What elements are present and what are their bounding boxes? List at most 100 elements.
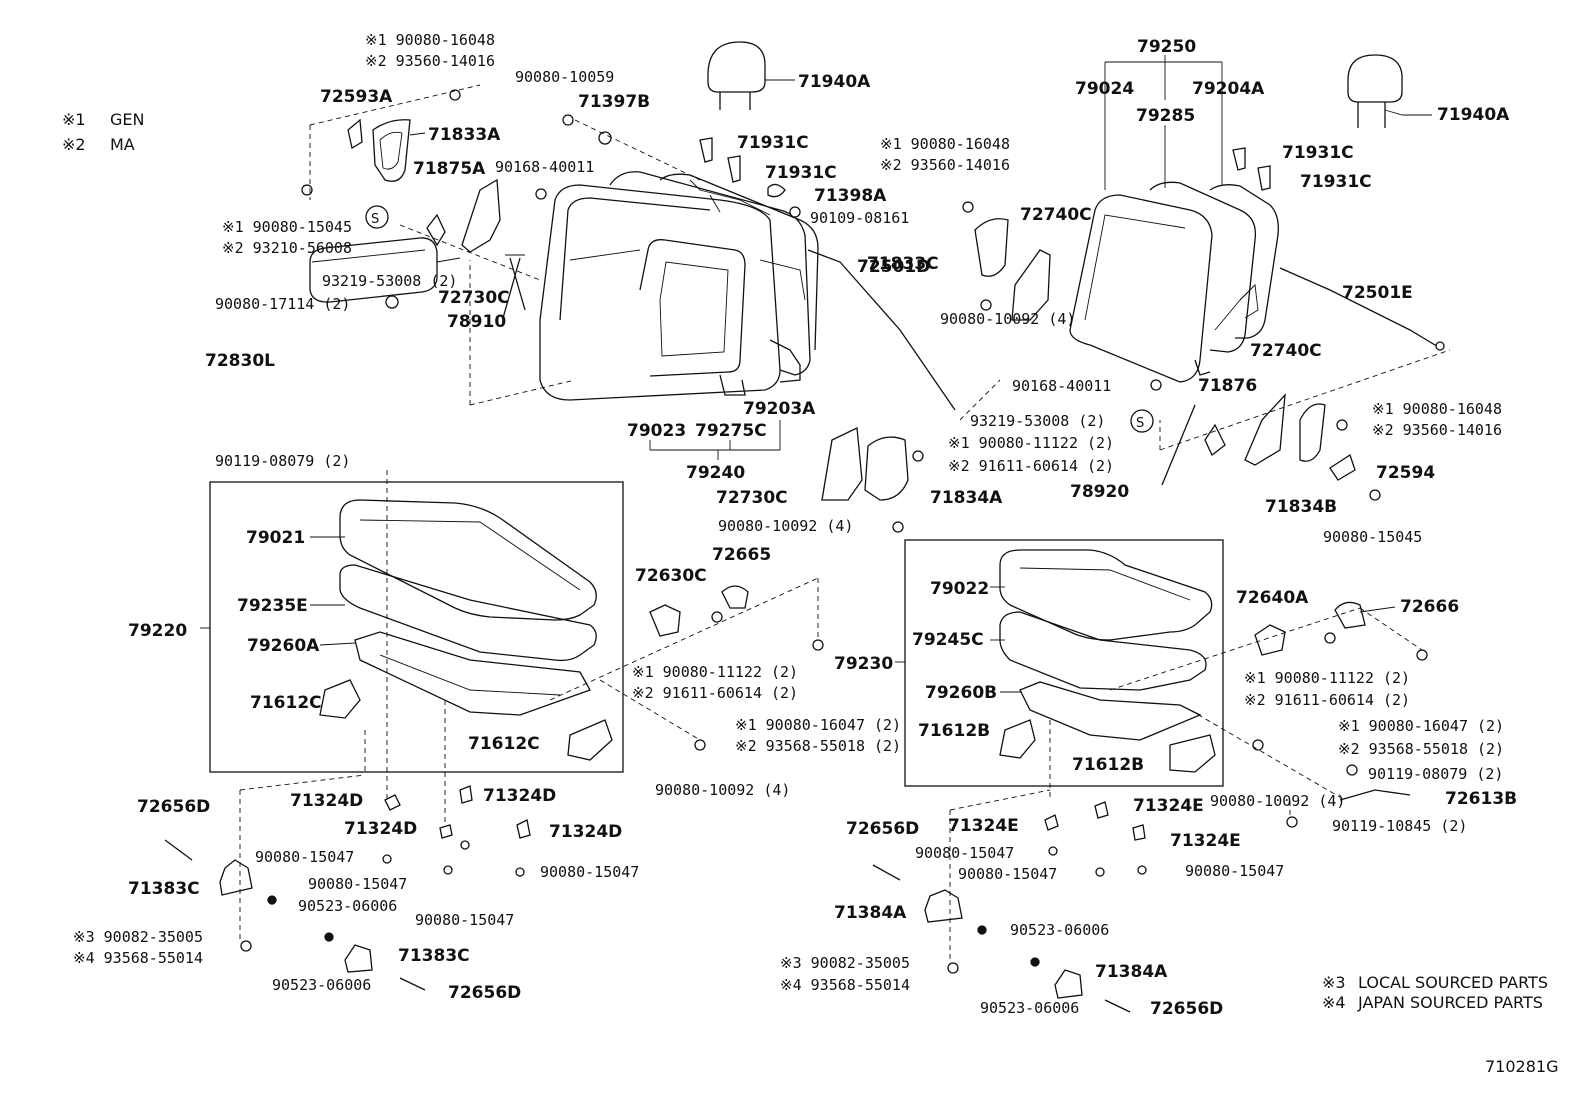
part-label: 93219-53008 (2) bbox=[970, 412, 1105, 430]
part-label: 71876 bbox=[1198, 376, 1257, 396]
part-label: 71940A bbox=[798, 72, 871, 92]
legend-note-2-mark: ※2 bbox=[62, 135, 86, 154]
s-mark-1: S bbox=[371, 212, 379, 227]
part-label: 90080-17114 (2) bbox=[215, 295, 350, 313]
part-label: 71324E bbox=[1170, 831, 1241, 851]
headrest-right bbox=[1347, 54, 1432, 128]
part-label: ※2 91611-60614 (2) bbox=[632, 684, 798, 702]
legend-note-1-mark: ※1 bbox=[62, 110, 86, 129]
part-labels: ※1 GEN ※2 MA ※3 LOCAL SOURCED PARTS ※4 J… bbox=[62, 31, 1558, 1076]
part-label: 79024 bbox=[1075, 79, 1134, 99]
part-label: 90168-40011 bbox=[495, 158, 594, 176]
part-label: ※2 93560-14016 bbox=[880, 156, 1010, 174]
part-label: 71324D bbox=[483, 786, 556, 806]
part-label: ※3 90082-35005 bbox=[780, 954, 910, 972]
legend-note-4-mark: ※4 bbox=[1322, 993, 1346, 1012]
part-label: 72630C bbox=[635, 566, 707, 586]
part-label: 90080-10059 bbox=[515, 68, 614, 86]
part-label: 71324E bbox=[948, 816, 1019, 836]
headrest-left bbox=[707, 41, 795, 110]
part-label: 72656D bbox=[1150, 999, 1223, 1019]
part-label: 90080-15047 bbox=[415, 911, 514, 929]
part-label: 79275C bbox=[695, 421, 767, 441]
part-label: 90168-40011 bbox=[1012, 377, 1111, 395]
seatback-left-assembly bbox=[539, 171, 819, 401]
leader-lines bbox=[200, 55, 1403, 693]
legend-note-3-text: LOCAL SOURCED PARTS bbox=[1358, 973, 1548, 992]
part-label: 71612C bbox=[250, 693, 322, 713]
part-label: 79022 bbox=[930, 579, 989, 599]
seat-cushion-left bbox=[319, 499, 613, 761]
part-label: ※1 90080-16047 (2) bbox=[735, 716, 901, 734]
part-label: 90523-06006 bbox=[272, 976, 371, 994]
part-label: 78920 bbox=[1070, 482, 1129, 502]
part-label: 71612B bbox=[918, 721, 990, 741]
part-label: ※2 91611-60614 (2) bbox=[948, 457, 1114, 475]
part-label: 71931C bbox=[1300, 172, 1372, 192]
part-label: 71612C bbox=[468, 734, 540, 754]
part-label: 90080-15047 bbox=[1185, 862, 1284, 880]
part-label: 71384A bbox=[1095, 962, 1168, 982]
part-label: 90080-10092 (4) bbox=[718, 517, 853, 535]
part-label: 79235E bbox=[237, 596, 308, 616]
part-label: 72740C bbox=[1250, 341, 1322, 361]
s-mark-2: S bbox=[1136, 416, 1144, 431]
part-label: ※4 93568-55014 bbox=[73, 949, 203, 967]
part-label: 79021 bbox=[246, 528, 305, 548]
part-label: 72640A bbox=[1236, 588, 1309, 608]
small-parts-left: S bbox=[301, 89, 612, 319]
legend-note-2-text: MA bbox=[110, 135, 135, 154]
part-label: ※2 93210-56008 bbox=[222, 239, 352, 257]
part-label: ※3 90082-35005 bbox=[73, 928, 203, 946]
part-label: ※2 93568-55018 (2) bbox=[1338, 740, 1504, 758]
part-label: 71384A bbox=[834, 903, 907, 923]
headrest-guides bbox=[699, 137, 1271, 218]
part-label: 72593A bbox=[320, 87, 393, 107]
seatback-right-assembly bbox=[1069, 181, 1279, 383]
diagram-artwork: S S bbox=[164, 41, 1451, 1013]
seat-cushion-right bbox=[999, 549, 1216, 773]
part-label: ※2 93560-14016 bbox=[1372, 421, 1502, 439]
cushion-side-parts bbox=[649, 585, 1428, 828]
part-label: 79204A bbox=[1192, 79, 1265, 99]
part-label: ※2 91611-60614 (2) bbox=[1244, 691, 1410, 709]
part-label: 90523-06006 bbox=[1010, 921, 1109, 939]
part-label: 71324D bbox=[290, 791, 363, 811]
part-label: 72613B bbox=[1445, 789, 1517, 809]
part-label: ※1 90080-15045 bbox=[222, 218, 352, 236]
legend-note-1-text: GEN bbox=[110, 110, 144, 129]
part-label: 72656D bbox=[448, 983, 521, 1003]
part-label: 71397B bbox=[578, 92, 650, 112]
part-label: 79240 bbox=[686, 463, 745, 483]
part-label: 90080-15045 bbox=[1323, 528, 1422, 546]
part-label: ※1 90080-11122 (2) bbox=[948, 434, 1114, 452]
part-label: 90119-08079 (2) bbox=[215, 452, 350, 470]
part-label: 90080-15047 bbox=[915, 844, 1014, 862]
part-label: 93219-53008 (2) bbox=[322, 272, 457, 290]
part-label: 72656D bbox=[846, 819, 919, 839]
part-label: 72730C bbox=[716, 488, 788, 508]
hinge-parts-left bbox=[164, 785, 531, 991]
part-label: 71940A bbox=[1437, 105, 1510, 125]
part-label: 79260A bbox=[247, 636, 320, 656]
part-label: 72501E bbox=[1342, 283, 1413, 303]
part-label: 71383C bbox=[398, 946, 470, 966]
part-label: ※2 93568-55018 (2) bbox=[735, 737, 901, 755]
part-label: 90080-15047 bbox=[255, 848, 354, 866]
part-label: 71875A bbox=[413, 159, 486, 179]
part-label: 79260B bbox=[925, 683, 997, 703]
part-label: 71612B bbox=[1072, 755, 1144, 775]
part-label: 72740C bbox=[1020, 205, 1092, 225]
part-label: 90080-15047 bbox=[308, 875, 407, 893]
part-label: 90523-06006 bbox=[298, 897, 397, 915]
part-label: 71834A bbox=[930, 488, 1003, 508]
part-label: 71383C bbox=[128, 879, 200, 899]
part-label: 72730C bbox=[438, 288, 510, 308]
leader-dashed-lines bbox=[239, 84, 1451, 960]
part-label: 79245C bbox=[912, 630, 984, 650]
part-label: ※1 90080-11122 (2) bbox=[632, 663, 798, 681]
part-label: 72594 bbox=[1376, 463, 1435, 483]
part-label: 71833A bbox=[428, 125, 501, 145]
part-label: 72666 bbox=[1400, 597, 1459, 617]
